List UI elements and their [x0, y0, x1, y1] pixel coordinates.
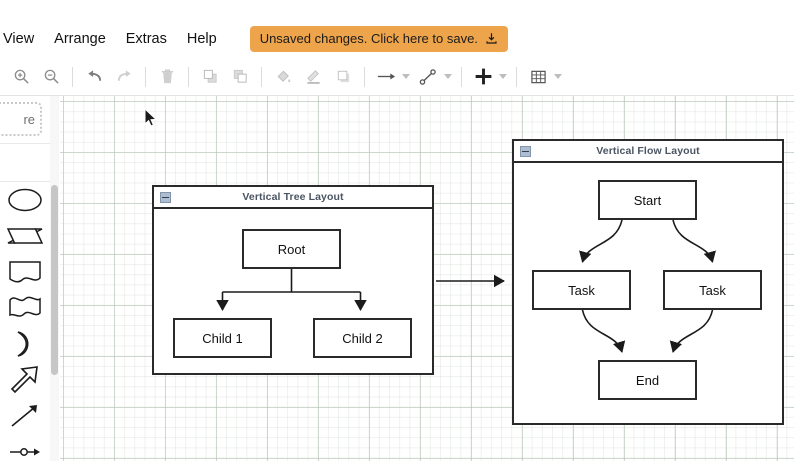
toolbar-group-order — [195, 62, 255, 92]
to-back-icon[interactable] — [225, 62, 255, 92]
toolbar-group-insert — [468, 62, 510, 92]
toolbar-separator — [461, 66, 462, 87]
waypoints-icon[interactable] — [413, 62, 443, 92]
zoom-in-icon[interactable] — [6, 62, 36, 92]
container-header-vertical-tree: Vertical Tree Layout — [154, 187, 432, 209]
toolbar-group-zoom — [6, 62, 66, 92]
menu-help[interactable]: Help — [186, 31, 217, 47]
shapes-panel: re — [0, 96, 51, 461]
container-header-vertical-flow: Vertical Flow Layout — [514, 141, 782, 163]
collapse-minus-icon[interactable] — [160, 192, 171, 203]
menu-arrange[interactable]: Arrange — [54, 31, 106, 47]
menu-bar: View Arrange Extras Help Unsaved changes… — [0, 22, 794, 56]
menu-extras[interactable]: Extras — [125, 31, 167, 47]
mouse-cursor — [144, 107, 158, 133]
shape-parallelogram[interactable] — [0, 218, 50, 254]
shape-connector-node[interactable] — [0, 434, 50, 461]
toolbar-group-connection — [371, 62, 455, 92]
insert-dropdown-caret-icon[interactable] — [499, 74, 507, 79]
toolbar — [0, 58, 794, 96]
save-download-icon — [485, 32, 498, 45]
shape-crescent[interactable] — [0, 326, 50, 362]
toolbar-group-style — [268, 62, 358, 92]
menu-view[interactable]: View — [3, 31, 35, 47]
node-task-right[interactable]: Task — [663, 270, 762, 310]
diagram-canvas[interactable]: Vertical Tree Layout Root Child 1 Child … — [60, 96, 794, 461]
node-child-2[interactable]: Child 2 — [313, 318, 412, 358]
table-icon[interactable] — [523, 62, 553, 92]
shape-list — [0, 182, 50, 461]
fill-color-icon[interactable] — [268, 62, 298, 92]
table-dropdown-caret-icon[interactable] — [554, 74, 562, 79]
shape-directional-arrow[interactable] — [0, 398, 50, 434]
scratchpad-label: re — [23, 111, 35, 127]
toolbar-group-delete — [152, 62, 182, 92]
shape-block-arrow[interactable] — [0, 362, 50, 398]
toolbar-separator — [516, 66, 517, 87]
shape-ellipse[interactable] — [0, 182, 50, 218]
scratchpad-placeholder[interactable]: re — [0, 102, 42, 136]
node-child-1[interactable]: Child 1 — [173, 318, 272, 358]
toolbar-separator — [364, 66, 365, 87]
node-end[interactable]: End — [598, 360, 697, 400]
node-start[interactable]: Start — [598, 180, 697, 220]
waypoints-dropdown-caret-icon[interactable] — [444, 74, 452, 79]
unsaved-changes-label: Unsaved changes. Click here to save. — [259, 31, 478, 46]
zoom-out-icon[interactable] — [36, 62, 66, 92]
shape-multi-document[interactable] — [0, 290, 50, 326]
connection-dropdown-caret-icon[interactable] — [402, 74, 410, 79]
to-front-icon[interactable] — [195, 62, 225, 92]
toolbar-separator — [72, 66, 73, 87]
node-task-left[interactable]: Task — [532, 270, 631, 310]
toolbar-separator — [188, 66, 189, 87]
container-title-vertical-flow: Vertical Flow Layout — [596, 145, 700, 157]
insert-icon[interactable] — [468, 62, 498, 92]
redo-icon[interactable] — [109, 62, 139, 92]
panel-divider — [0, 143, 50, 144]
unsaved-changes-banner[interactable]: Unsaved changes. Click here to save. — [249, 26, 508, 52]
toolbar-group-history — [79, 62, 139, 92]
undo-icon[interactable] — [79, 62, 109, 92]
collapse-minus-icon[interactable] — [520, 146, 531, 157]
container-title-vertical-tree: Vertical Tree Layout — [242, 191, 344, 203]
delete-icon[interactable] — [152, 62, 182, 92]
toolbar-separator — [145, 66, 146, 87]
toolbar-group-table — [523, 62, 565, 92]
line-color-icon[interactable] — [298, 62, 328, 92]
shadow-icon[interactable] — [328, 62, 358, 92]
toolbar-separator — [261, 66, 262, 87]
shapes-panel-scrollbar-thumb[interactable] — [51, 185, 58, 375]
connection-arrow-icon[interactable] — [371, 62, 401, 92]
shape-document[interactable] — [0, 254, 50, 290]
node-root[interactable]: Root — [242, 229, 341, 269]
panel-divider — [0, 181, 50, 182]
